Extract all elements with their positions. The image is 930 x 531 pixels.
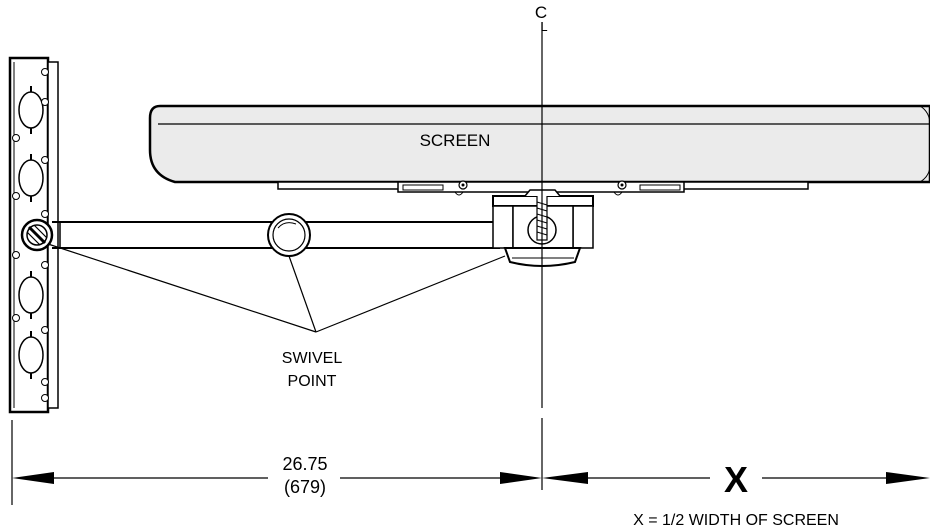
swivel-label-line2: POINT	[288, 373, 337, 390]
swivel-arm	[52, 213, 500, 257]
keyhole-slot	[18, 271, 44, 319]
keyhole-slot	[18, 331, 44, 379]
wall-swivel-bolt	[20, 218, 54, 252]
centerline-subscript: L	[540, 19, 547, 34]
dimension-metric: (679)	[284, 477, 326, 497]
mounting-hole	[12, 68, 49, 402]
keyhole-slot	[18, 154, 44, 202]
x-symbol: X	[724, 459, 748, 500]
swivel-leaders	[47, 243, 506, 333]
middle-swivel-joint	[267, 213, 311, 257]
keyhole-slot	[18, 86, 44, 134]
screen-body: SCREEN	[148, 104, 930, 184]
wall-plate	[8, 56, 59, 414]
dimension-x	[542, 472, 930, 484]
dimension-value: 26.75	[282, 454, 327, 474]
head-bracket	[492, 189, 594, 267]
centerline-symbol: C	[535, 3, 547, 22]
swivel-label-line1: SWIVEL	[282, 350, 343, 367]
dimension-wall-to-center	[11, 420, 542, 505]
x-definition: X = 1/2 WIDTH OF SCREEN	[633, 512, 839, 529]
screen-label: SCREEN	[420, 131, 491, 150]
